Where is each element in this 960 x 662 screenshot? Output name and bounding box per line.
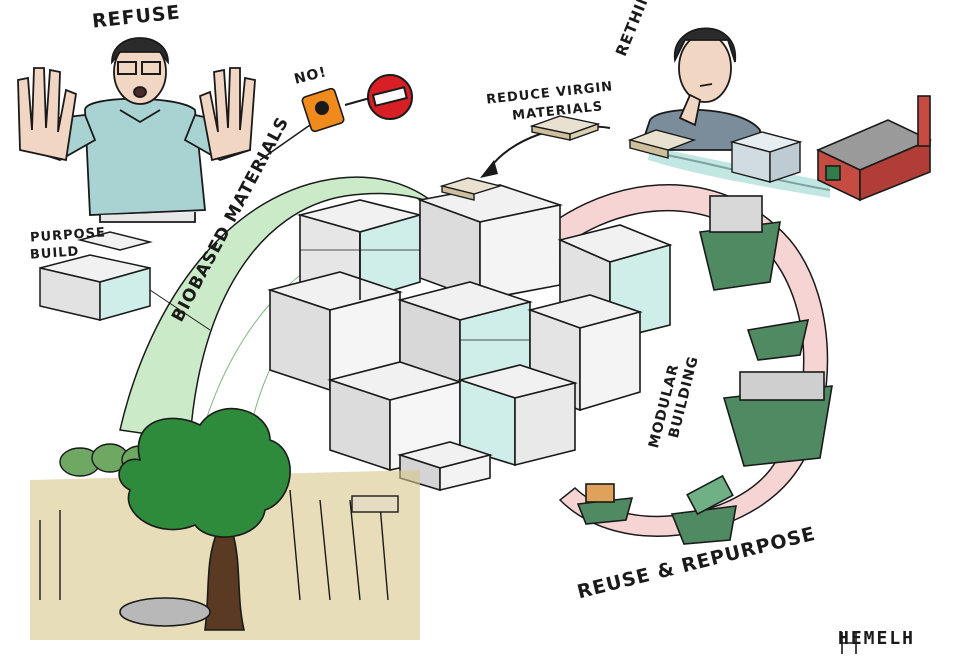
purpose-build-block xyxy=(39,231,211,331)
skip-container-icon xyxy=(576,195,833,545)
hazard-barrel-icon xyxy=(301,87,371,133)
artist-signature: HEMELH xyxy=(838,628,916,649)
stop-sign-icon xyxy=(367,74,413,120)
factory xyxy=(816,95,932,202)
refuse-person xyxy=(17,37,256,223)
modular-building xyxy=(267,184,673,492)
pallet-icon xyxy=(439,115,803,201)
tree xyxy=(118,407,291,631)
signature-mark xyxy=(841,632,857,654)
